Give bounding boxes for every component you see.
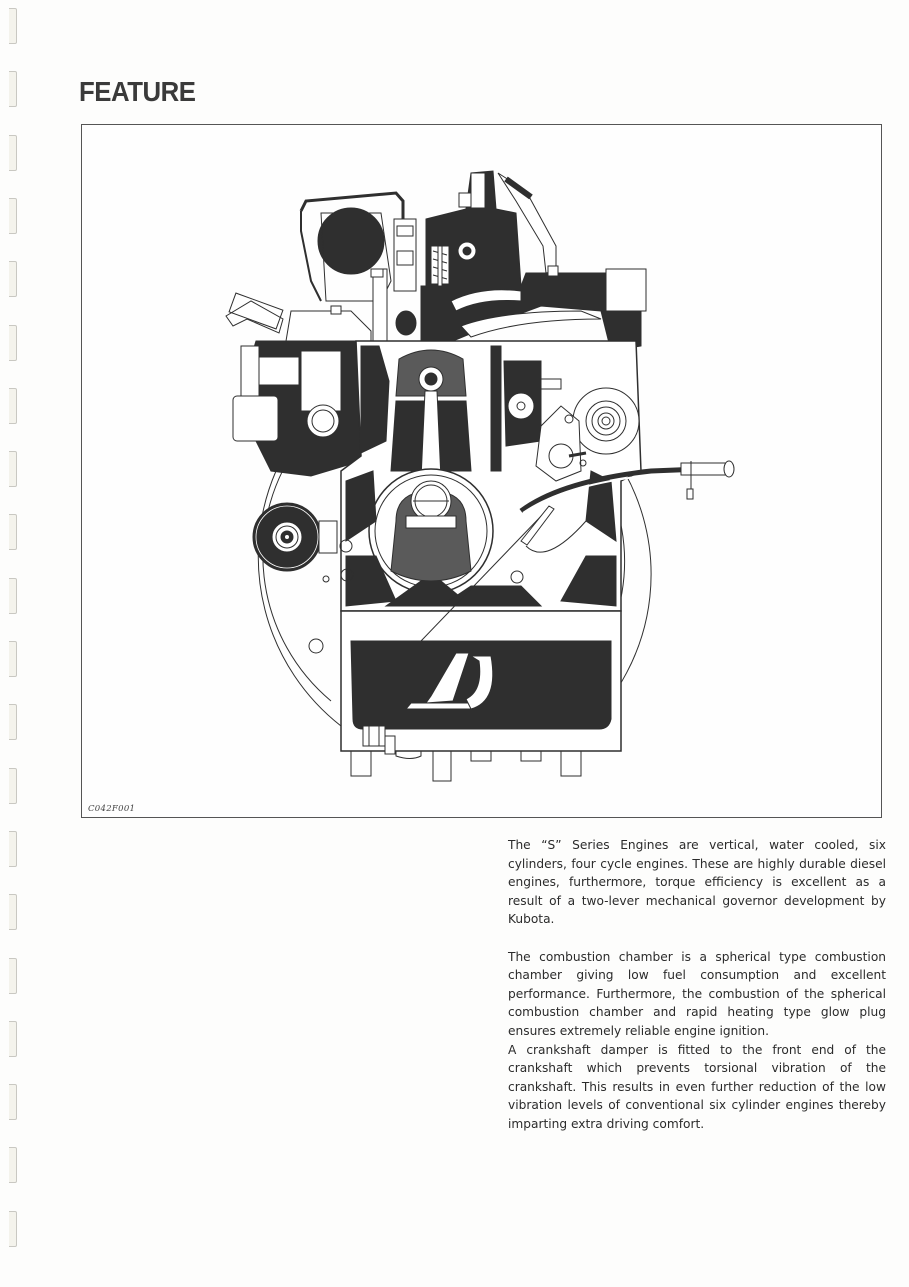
binder-hole-mark <box>9 324 17 361</box>
binder-hole-mark <box>9 8 17 44</box>
figure-code: C042F001 <box>88 804 136 814</box>
binder-hole-mark <box>9 577 17 614</box>
binder-hole-mark <box>9 830 17 867</box>
binder-hole-mark <box>9 134 17 171</box>
engine-cross-section-illustration <box>225 170 735 782</box>
binder-hole-mark <box>9 641 17 677</box>
binder-hole-mark <box>9 1020 17 1057</box>
paragraph-crankshaft-damper: A crankshaft damper is fitted to the fro… <box>508 1042 886 1131</box>
binder-hole-mark <box>9 387 17 424</box>
binder-hole-mark <box>9 767 17 804</box>
paragraph-combustion-chamber: The combustion chamber is a spherical ty… <box>508 949 886 1038</box>
figure-frame: C042F001 <box>81 124 882 818</box>
binder-hole-mark <box>9 197 17 234</box>
binder-hole-mark <box>9 957 17 994</box>
page-title: FEATURE <box>79 76 196 107</box>
binder-hole-mark <box>9 514 17 551</box>
binder-hole-mark <box>9 71 17 108</box>
binder-hole-mark <box>9 704 17 741</box>
binder-hole-mark <box>9 1084 17 1121</box>
binder-hole-mark <box>9 1147 17 1184</box>
feature-description: The “S” Series Engines are vertical, wat… <box>508 836 886 1134</box>
binder-hole-mark <box>9 451 17 488</box>
binder-hole-mark <box>9 1210 17 1247</box>
binder-hole-mark <box>9 894 17 931</box>
binder-hole-mark <box>9 261 17 298</box>
paragraph-engine-overview: The “S” Series Engines are vertical, wat… <box>508 838 886 927</box>
